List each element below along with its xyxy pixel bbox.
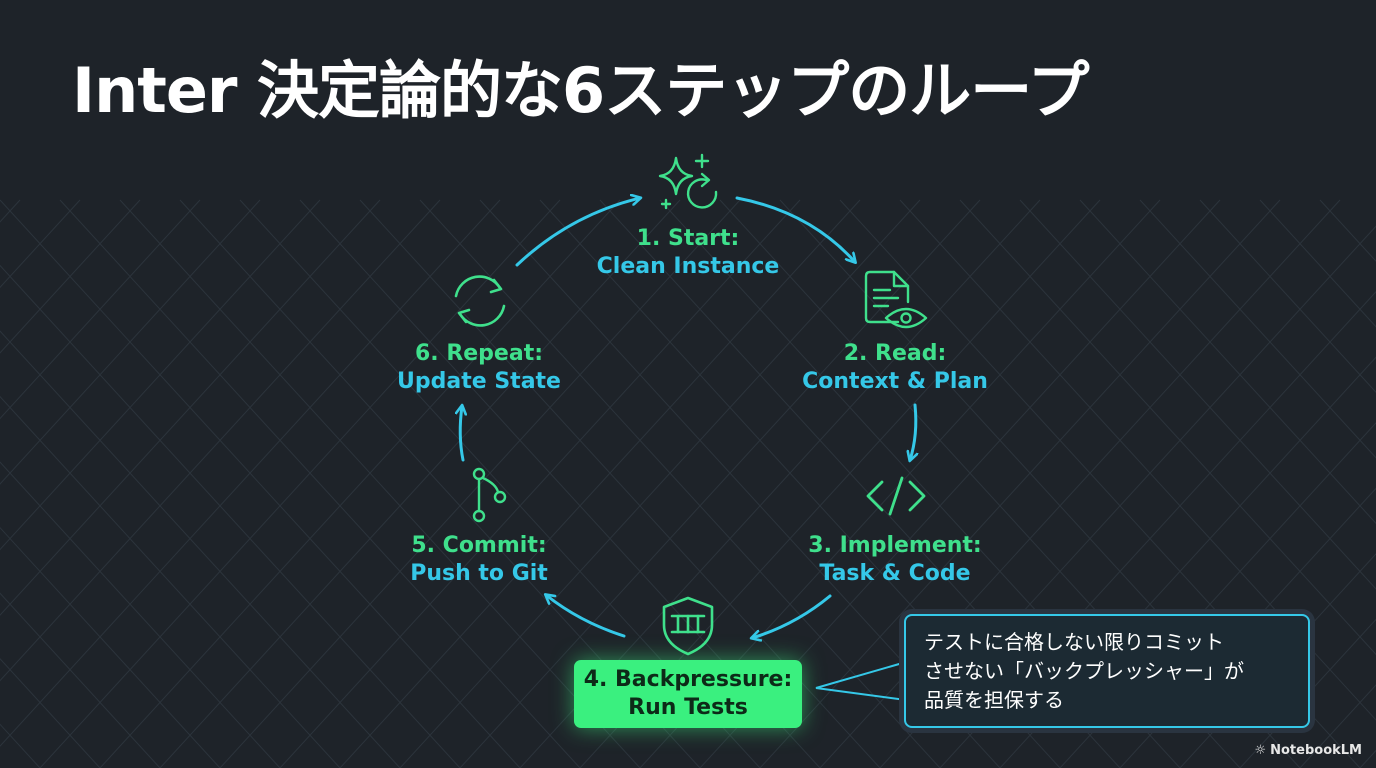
step-6-title: 6. Repeat:	[414, 341, 544, 366]
callout-pointer	[815, 661, 907, 701]
document-eye-icon	[864, 270, 928, 329]
step-1-title: 1. Start:	[636, 226, 740, 251]
arrow-4-to-5	[546, 595, 626, 638]
step-4-title: 4. Backpressure:	[583, 667, 793, 692]
step-4-subtitle: Run Tests	[628, 695, 748, 720]
sparkle-refresh-icon	[658, 153, 718, 210]
arrow-1-to-2	[735, 196, 855, 262]
step-6-subtitle: Update State	[397, 369, 561, 394]
step-6-repeat: 6. Repeat: Update State	[397, 340, 561, 396]
step-5-title: 5. Commit:	[411, 533, 547, 558]
callout-line-3: 品質を担保する	[924, 688, 1064, 712]
step-4-backpressure: 4. Backpressure: Run Tests	[574, 660, 802, 728]
callout-line-2: させない「バックプレッシャー」が	[924, 659, 1244, 683]
page-title: Inter 決定論的な6ステップのループ	[72, 54, 1089, 127]
step-2-read: 2. Read: Context & Plan	[802, 340, 988, 396]
arrow-6-to-1	[515, 198, 640, 267]
step-3-subtitle: Task & Code	[819, 561, 971, 586]
backpressure-callout: テストに合格しない限りコミット させない「バックプレッシャー」が 品質を担保する	[904, 614, 1310, 728]
shield-icon	[662, 596, 714, 656]
step-1-subtitle: Clean Instance	[596, 254, 780, 279]
arrow-5-to-6	[460, 406, 463, 462]
step-2-title: 2. Read:	[843, 341, 947, 366]
git-branch-icon	[472, 467, 507, 523]
notebooklm-logo-icon: ☼	[1254, 743, 1267, 758]
step-5-commit: 5. Commit: Push to Git	[410, 532, 548, 588]
code-brackets-icon	[866, 476, 926, 516]
step-1-start: 1. Start: Clean Instance	[597, 225, 780, 281]
arrow-2-to-3	[910, 403, 916, 460]
step-2-subtitle: Context & Plan	[802, 369, 988, 394]
step-3-title: 3. Implement:	[808, 533, 982, 558]
callout-line-1: テストに合格しない限りコミット	[924, 630, 1224, 654]
brand-text: NotebookLM	[1270, 743, 1362, 758]
notebooklm-watermark: ☼NotebookLM	[1254, 743, 1362, 758]
cycle-arrows-icon	[454, 275, 506, 327]
step-5-subtitle: Push to Git	[410, 561, 548, 586]
step-3-implement: 3. Implement: Task & Code	[808, 532, 981, 588]
arrow-3-to-4	[752, 594, 832, 638]
